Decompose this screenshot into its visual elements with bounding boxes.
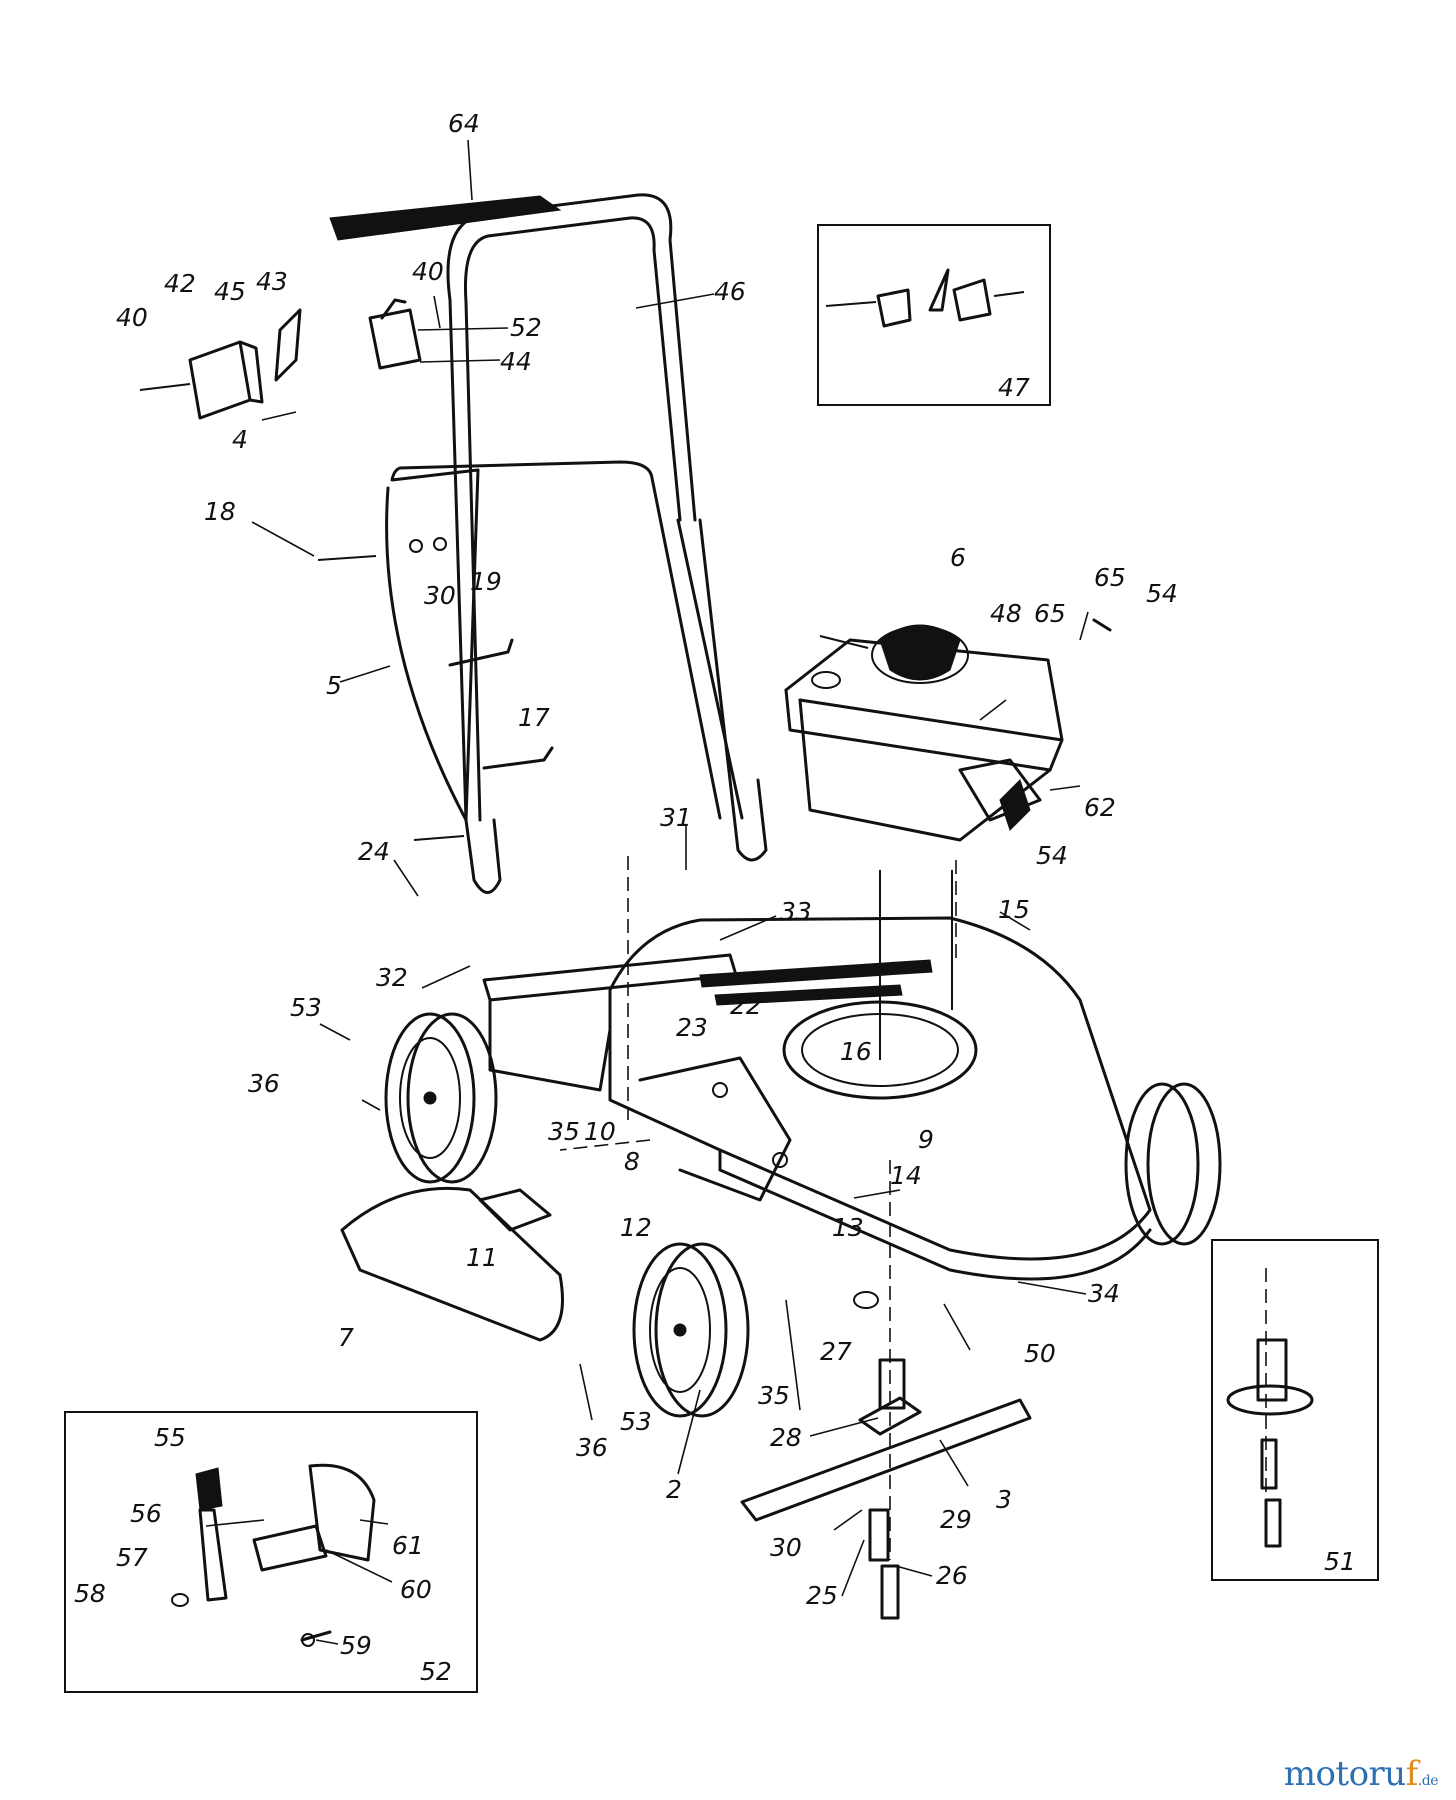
label-52: 52 [420, 1657, 452, 1686]
motoruf-watermark: motoruf.de [1283, 1754, 1439, 1794]
label-53: 53 [620, 1407, 652, 1436]
label-29: 29 [940, 1505, 972, 1534]
inset-52-detail [171, 1463, 376, 1647]
label-50: 50 [1024, 1339, 1056, 1368]
discharge-deflector [340, 1186, 564, 1342]
label-40: 40 [412, 257, 444, 286]
label-9: 9 [918, 1125, 934, 1154]
label-10: 10 [584, 1117, 616, 1146]
label-18: 18 [204, 497, 236, 526]
label-2: 2 [666, 1475, 682, 1504]
label-5: 5 [326, 671, 342, 700]
label-47: 47 [998, 373, 1030, 402]
label-64: 64 [448, 109, 480, 138]
label-7: 7 [338, 1323, 354, 1352]
label-32: 32 [376, 963, 408, 992]
label-58: 58 [74, 1579, 106, 1608]
label-55: 55 [154, 1423, 186, 1452]
label-19: 19 [470, 567, 502, 596]
rear-flap [482, 953, 738, 1092]
watermark-accent: f [1405, 1754, 1419, 1794]
label-33: 33 [780, 897, 812, 926]
label-44: 44 [500, 347, 532, 376]
label-30: 30 [770, 1533, 802, 1562]
cable-clips [317, 537, 554, 841]
mower-deck [608, 870, 1152, 1281]
height-adjuster [638, 1056, 792, 1202]
watermark-tld: .de [1417, 1773, 1439, 1789]
label-57: 57 [116, 1543, 148, 1572]
label-28: 28 [770, 1423, 802, 1452]
label-54: 54 [1146, 579, 1178, 608]
label-60: 60 [400, 1575, 432, 1604]
label-56: 56 [130, 1499, 162, 1528]
watermark-main: motoru [1283, 1754, 1407, 1794]
label-3: 3 [996, 1485, 1012, 1514]
leader-lines [205, 139, 1089, 1645]
rear-wheel-left [384, 1012, 498, 1184]
label-53: 53 [290, 993, 322, 1022]
label-42: 42 [164, 269, 196, 298]
label-45: 45 [214, 277, 246, 306]
label-35: 35 [548, 1117, 580, 1146]
handle-grip [329, 195, 562, 241]
label-27: 27 [820, 1337, 852, 1366]
label-48: 48 [990, 599, 1022, 628]
label-62: 62 [1084, 793, 1116, 822]
label-24: 24 [358, 837, 390, 866]
label-65: 65 [1094, 563, 1126, 592]
label-31: 31 [660, 803, 692, 832]
label-11: 11 [466, 1243, 498, 1272]
label-40: 40 [116, 303, 148, 332]
label-6: 6 [950, 543, 966, 572]
label-14: 14 [890, 1161, 922, 1190]
label-61: 61 [392, 1531, 424, 1560]
label-4: 4 [232, 425, 248, 454]
label-36: 36 [248, 1069, 280, 1098]
label-65: 65 [1034, 599, 1066, 628]
throttle-control [368, 298, 422, 370]
label-13: 13 [832, 1213, 864, 1242]
label-15: 15 [998, 895, 1030, 924]
label-30: 30 [424, 581, 456, 610]
label-26: 26 [936, 1561, 968, 1590]
engine [784, 618, 1112, 842]
label-23: 23 [676, 1013, 708, 1042]
label-59: 59 [340, 1631, 372, 1660]
label-35: 35 [758, 1381, 790, 1410]
label-51: 51 [1324, 1547, 1356, 1576]
label-36: 36 [576, 1433, 608, 1462]
inset-51-detail [1226, 1268, 1314, 1548]
part-labels: 64 46 40 52 44 40 42 45 43 4 18 30 19 5 … [74, 109, 1356, 1686]
label-52: 52 [510, 313, 542, 342]
label-22: 22 [730, 991, 762, 1020]
label-46: 46 [714, 277, 746, 306]
upper-handle [390, 193, 744, 822]
label-12: 12 [620, 1213, 652, 1242]
front-wheel-left [632, 1242, 750, 1418]
blade-assembly [740, 1160, 1032, 1620]
lower-handle [385, 486, 768, 894]
switch-bracket [139, 308, 302, 420]
label-34: 34 [1088, 1279, 1120, 1308]
label-8: 8 [624, 1147, 640, 1176]
label-16: 16 [840, 1037, 872, 1066]
label-54: 54 [1036, 841, 1068, 870]
label-25: 25 [806, 1581, 838, 1610]
inset-47-detail [825, 268, 1025, 328]
label-43: 43 [256, 267, 288, 296]
label-17: 17 [518, 703, 550, 732]
rear-wheel-right [1124, 1082, 1222, 1246]
